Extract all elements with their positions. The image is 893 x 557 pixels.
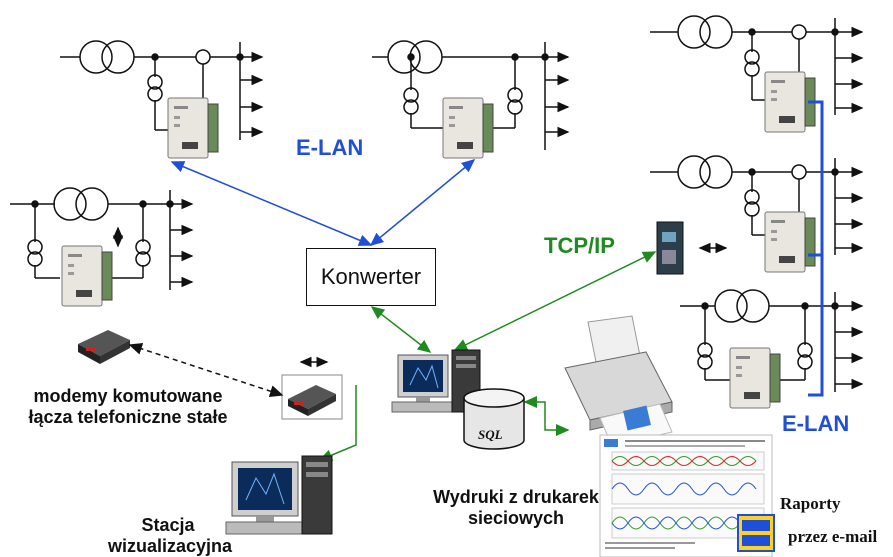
converter-label: Konwerter bbox=[320, 264, 422, 289]
network-adapter-icon bbox=[656, 221, 684, 275]
controller-device bbox=[61, 245, 113, 307]
substation-right-3 bbox=[680, 289, 864, 392]
link-pc-station bbox=[318, 385, 357, 461]
elan-link-right bbox=[369, 159, 476, 246]
server-pc-icon bbox=[391, 349, 481, 413]
controller-device bbox=[764, 211, 816, 273]
modem-caption-line2: łącza telefoniczne stałe bbox=[28, 407, 228, 427]
elan-label-right: E-LAN bbox=[782, 411, 850, 436]
elan-label-top: E-LAN bbox=[296, 135, 364, 160]
station-caption-line2: wizualizacyjna bbox=[108, 536, 233, 556]
email-label: przez e-mail bbox=[788, 527, 878, 546]
modem-icon bbox=[78, 330, 130, 364]
tcpip-label: TCP/IP bbox=[544, 233, 615, 258]
printouts-caption-line1: Wydruki z drukarek bbox=[433, 487, 599, 507]
station-caption-line1: Stacja bbox=[141, 515, 195, 535]
station-caption: Stacja wizualizacyjna bbox=[108, 515, 233, 557]
workstation-pc-icon bbox=[225, 455, 333, 535]
link-converter-pc bbox=[370, 306, 432, 353]
controller-device bbox=[764, 71, 816, 133]
printouts-caption: Wydruki z drukarek sieciowych bbox=[418, 487, 614, 529]
substation-top-middle bbox=[372, 40, 570, 150]
converter-box: Konwerter bbox=[306, 248, 436, 306]
substation-top-left bbox=[60, 40, 264, 140]
modem-caption-line1: modemy komutowane bbox=[33, 386, 223, 406]
modem-box bbox=[281, 374, 343, 420]
controller-device bbox=[442, 97, 494, 159]
logo-icon bbox=[737, 514, 775, 552]
printer-icon bbox=[564, 315, 673, 447]
printouts-caption-line2: sieciowych bbox=[467, 508, 565, 528]
reports-label: Raporty bbox=[780, 494, 841, 513]
sql-label: SQL bbox=[478, 427, 503, 442]
tcpip-link bbox=[453, 251, 657, 351]
elan-link-left bbox=[170, 161, 373, 246]
substation-right-1 bbox=[650, 15, 864, 115]
link-sql-printer bbox=[523, 396, 570, 436]
controller-device bbox=[167, 97, 219, 159]
modem-caption: modemy komutowane łącza telefoniczne sta… bbox=[8, 386, 248, 428]
sql-database-icon bbox=[463, 388, 525, 450]
controller-device bbox=[729, 347, 781, 409]
elan-bus-right bbox=[808, 100, 824, 397]
